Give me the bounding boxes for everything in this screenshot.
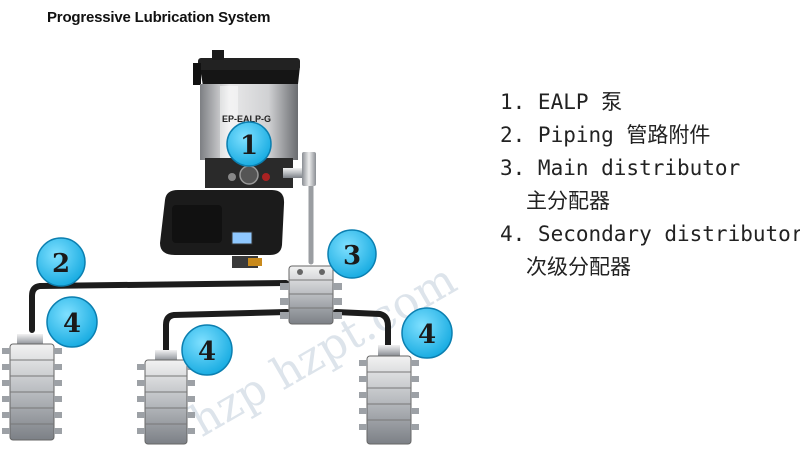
secondary-distributor-left — [2, 334, 62, 441]
badge-secondary-left: 4 — [46, 296, 98, 348]
badge-piping-number: 2 — [52, 249, 70, 279]
main-distributor — [280, 265, 342, 325]
ealp-pump: EP-EALP-G — [160, 50, 316, 268]
badge-secondary-center-number: 4 — [198, 337, 216, 367]
legend-item-piping: 2. Piping 管路附件 — [500, 123, 711, 147]
legend-item-secondary-distributor: 4. Secondary distributor — [500, 222, 800, 246]
legend-item-pump: 1. EALP 泵 — [500, 90, 623, 114]
secondary-distributor-center — [137, 350, 195, 445]
badge-piping: 2 — [36, 237, 86, 287]
badge-main-distributor-number: 3 — [343, 241, 361, 271]
legend: 1. EALP 泵 2. Piping 管路附件 3. Main distrib… — [500, 86, 800, 284]
secondary-distributor-right — [359, 345, 419, 445]
legend-item-secondary-distributor-cn: 次级分配器 — [526, 255, 631, 279]
badge-main-distributor: 3 — [327, 229, 377, 279]
pump-model-label: EP-EALP-G — [222, 114, 271, 124]
legend-item-main-distributor-cn: 主分配器 — [526, 189, 610, 213]
badge-secondary-right: 4 — [401, 307, 453, 359]
badge-secondary-left-number: 4 — [63, 309, 81, 339]
legend-item-main-distributor: 3. Main distributor — [500, 156, 741, 180]
diagram-title: Progressive Lubrication System — [47, 9, 271, 26]
badge-secondary-right-number: 4 — [418, 320, 436, 350]
badge-pump: 1 — [226, 121, 272, 167]
badge-pump-number: 1 — [240, 131, 258, 161]
badge-secondary-center: 4 — [181, 324, 233, 376]
piping — [29, 170, 391, 353]
